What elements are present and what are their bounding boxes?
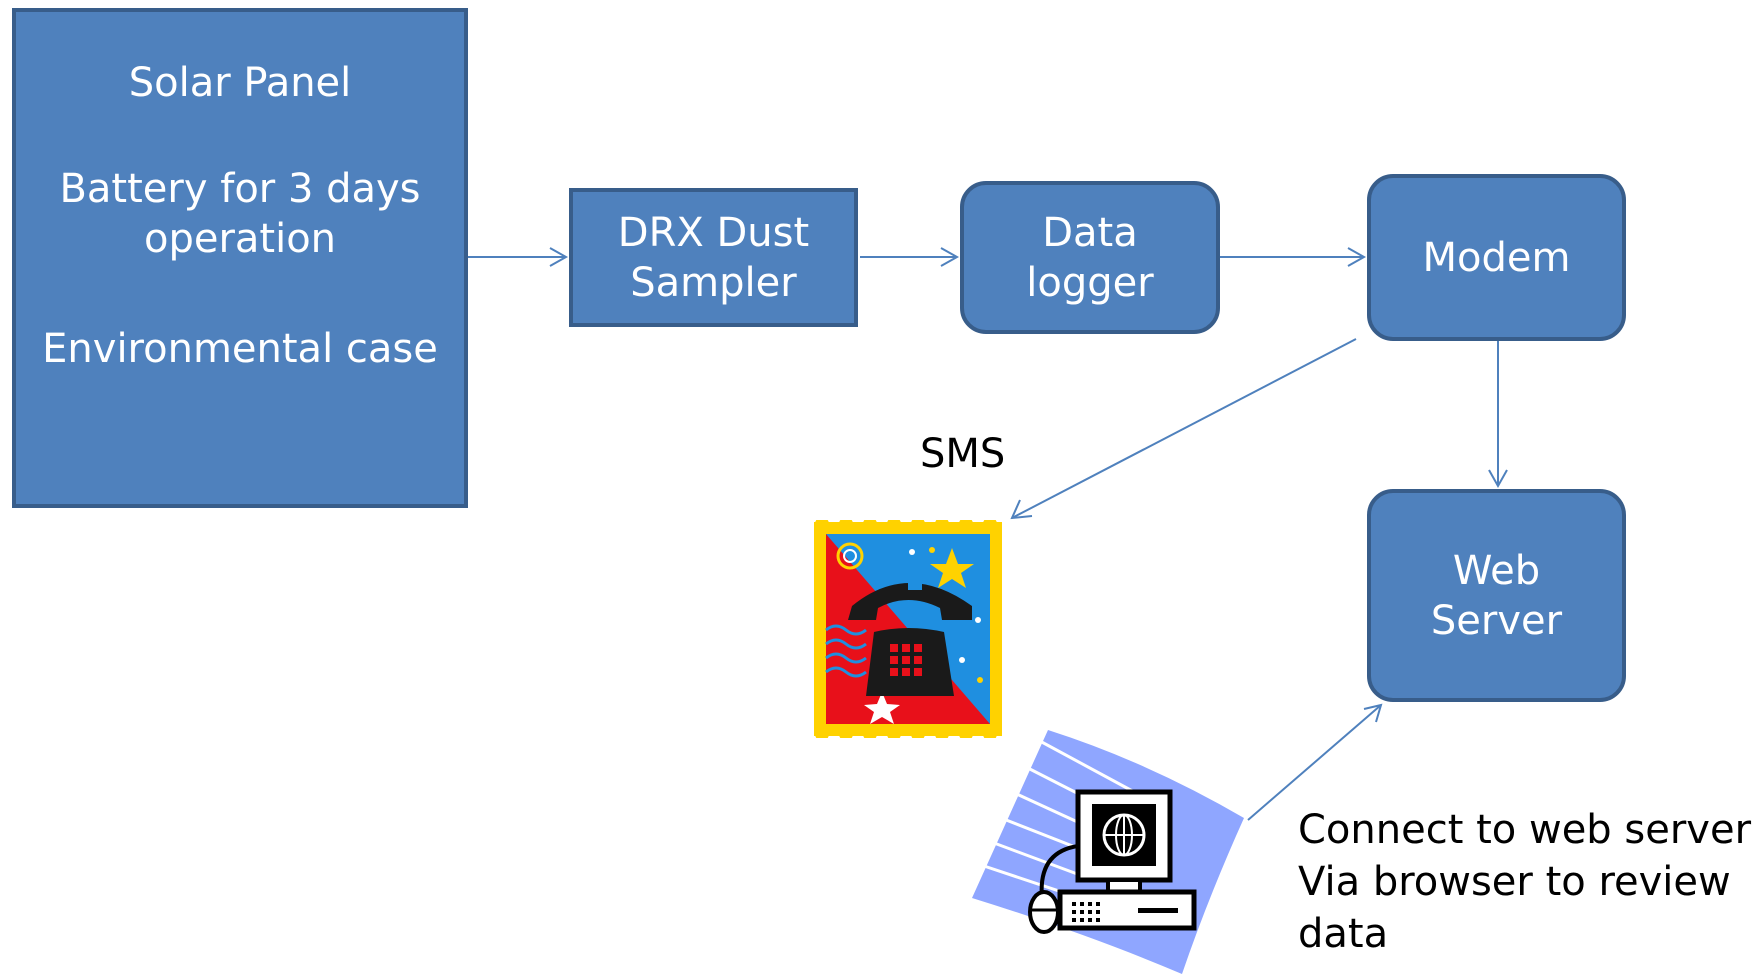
solar-panel-text: Solar Panel	[128, 60, 352, 106]
connect-note-line-1: Connect to web server	[1298, 807, 1752, 853]
arrow-sampler-to-logger	[860, 247, 960, 267]
logger-line-1: Data	[1042, 209, 1138, 256]
connect-note-line-2: Via browser to review	[1298, 859, 1731, 905]
webserver-line-1: Web	[1452, 547, 1541, 594]
operation-text: operation	[143, 216, 337, 262]
connect-note: Connect to web server Via browser to rev…	[1298, 804, 1751, 960]
web-server-box: Web Server	[1367, 489, 1626, 702]
environmental-case-text: Environmental case	[42, 326, 438, 372]
battery-text: Battery for 3 days	[59, 166, 421, 212]
sms-label: SMS	[920, 431, 1006, 477]
sampler-line-2: Sampler	[630, 259, 797, 306]
dust-sampler-box: DRX Dust Sampler	[569, 188, 858, 327]
telephone-stamp-icon	[814, 520, 1002, 738]
connect-note-line-3: data	[1298, 911, 1389, 957]
data-logger-box: Data logger	[960, 181, 1220, 334]
webserver-line-2: Server	[1430, 597, 1563, 644]
arrow-modem-to-webserver	[1488, 341, 1508, 489]
power-supply-box: Solar Panel Battery for 3 days operation…	[12, 8, 468, 508]
arrow-power-to-sampler	[467, 247, 569, 267]
arrow-modem-to-sms	[1010, 338, 1357, 520]
modem-label: Modem	[1422, 234, 1571, 281]
arrow-logger-to-modem	[1220, 247, 1367, 267]
computer-terminal-icon	[972, 730, 1244, 974]
arrow-computer-to-webserver	[1247, 703, 1383, 821]
sampler-line-1: DRX Dust	[617, 209, 810, 256]
logger-line-2: logger	[1026, 259, 1154, 306]
modem-box: Modem	[1367, 174, 1626, 341]
